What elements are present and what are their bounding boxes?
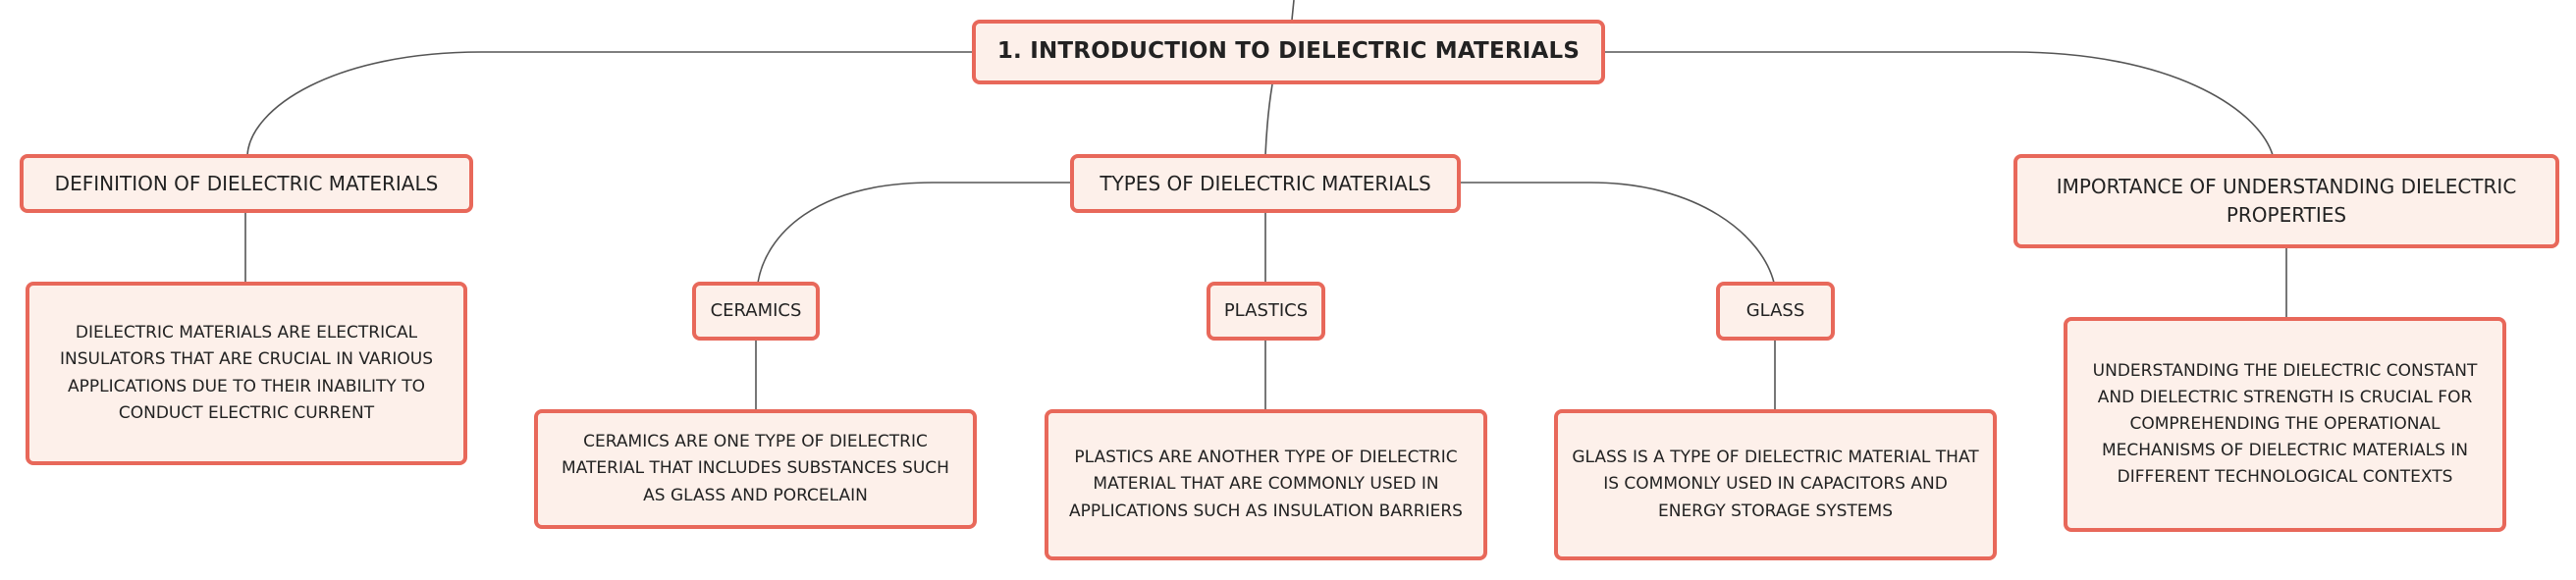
definition-text[interactable]: DIELECTRIC MATERIALS ARE ELECTRICAL INSU… <box>26 282 467 465</box>
glass-topic[interactable]: GLASS <box>1716 282 1835 341</box>
definition-topic[interactable]: DEFINITION OF DIELECTRIC MATERIALS <box>20 154 473 213</box>
glass-topic-label: GLASS <box>1745 299 1805 321</box>
plastics-text-label: PLASTICS ARE ANOTHER TYPE OF DIELECTRIC … <box>1069 448 1463 521</box>
plastics-topic-label: PLASTICS <box>1223 299 1309 321</box>
connector-root-types <box>1264 83 1273 156</box>
ceramics-text-label: CERAMICS ARE ONE TYPE OF DIELECTRIC MATE… <box>562 432 949 505</box>
importance-topic-label: IMPORTANCE OF UNDERSTANDING DIELECTRIC P… <box>2056 175 2517 227</box>
types-topic-label: TYPES OF DIELECTRIC MATERIALS <box>1100 171 1431 195</box>
connector-root-parent <box>1291 0 1295 21</box>
glass-text[interactable]: GLASS IS A TYPE OF DIELECTRIC MATERIAL T… <box>1554 409 1997 560</box>
connector-types-ceramics <box>757 182 1070 284</box>
root-topic[interactable]: 1. INTRODUCTION TO DIELECTRIC MATERIALS <box>972 20 1605 84</box>
definition-topic-label: DEFINITION OF DIELECTRIC MATERIALS <box>54 171 439 195</box>
definition-text-label: DIELECTRIC MATERIALS ARE ELECTRICAL INSU… <box>59 323 434 423</box>
types-topic[interactable]: TYPES OF DIELECTRIC MATERIALS <box>1070 154 1461 213</box>
ceramics-topic-label: CERAMICS <box>710 299 802 321</box>
glass-text-label: GLASS IS A TYPE OF DIELECTRIC MATERIAL T… <box>1572 448 1979 521</box>
importance-text-label: UNDERSTANDING THE DIELECTRIC CONSTANT AN… <box>2092 360 2478 488</box>
plastics-text[interactable]: PLASTICS ARE ANOTHER TYPE OF DIELECTRIC … <box>1045 409 1487 560</box>
ceramics-topic[interactable]: CERAMICS <box>692 282 820 341</box>
ceramics-text[interactable]: CERAMICS ARE ONE TYPE OF DIELECTRIC MATE… <box>534 409 977 529</box>
connector-root-importance <box>1604 51 2274 156</box>
plastics-topic[interactable]: PLASTICS <box>1207 282 1325 341</box>
connector-root-definition <box>246 51 972 156</box>
importance-topic[interactable]: IMPORTANCE OF UNDERSTANDING DIELECTRIC P… <box>2013 154 2559 248</box>
root-topic-label: 1. INTRODUCTION TO DIELECTRIC MATERIALS <box>996 38 1581 65</box>
connector-types-glass <box>1461 182 1775 284</box>
importance-text[interactable]: UNDERSTANDING THE DIELECTRIC CONSTANT AN… <box>2064 317 2506 532</box>
